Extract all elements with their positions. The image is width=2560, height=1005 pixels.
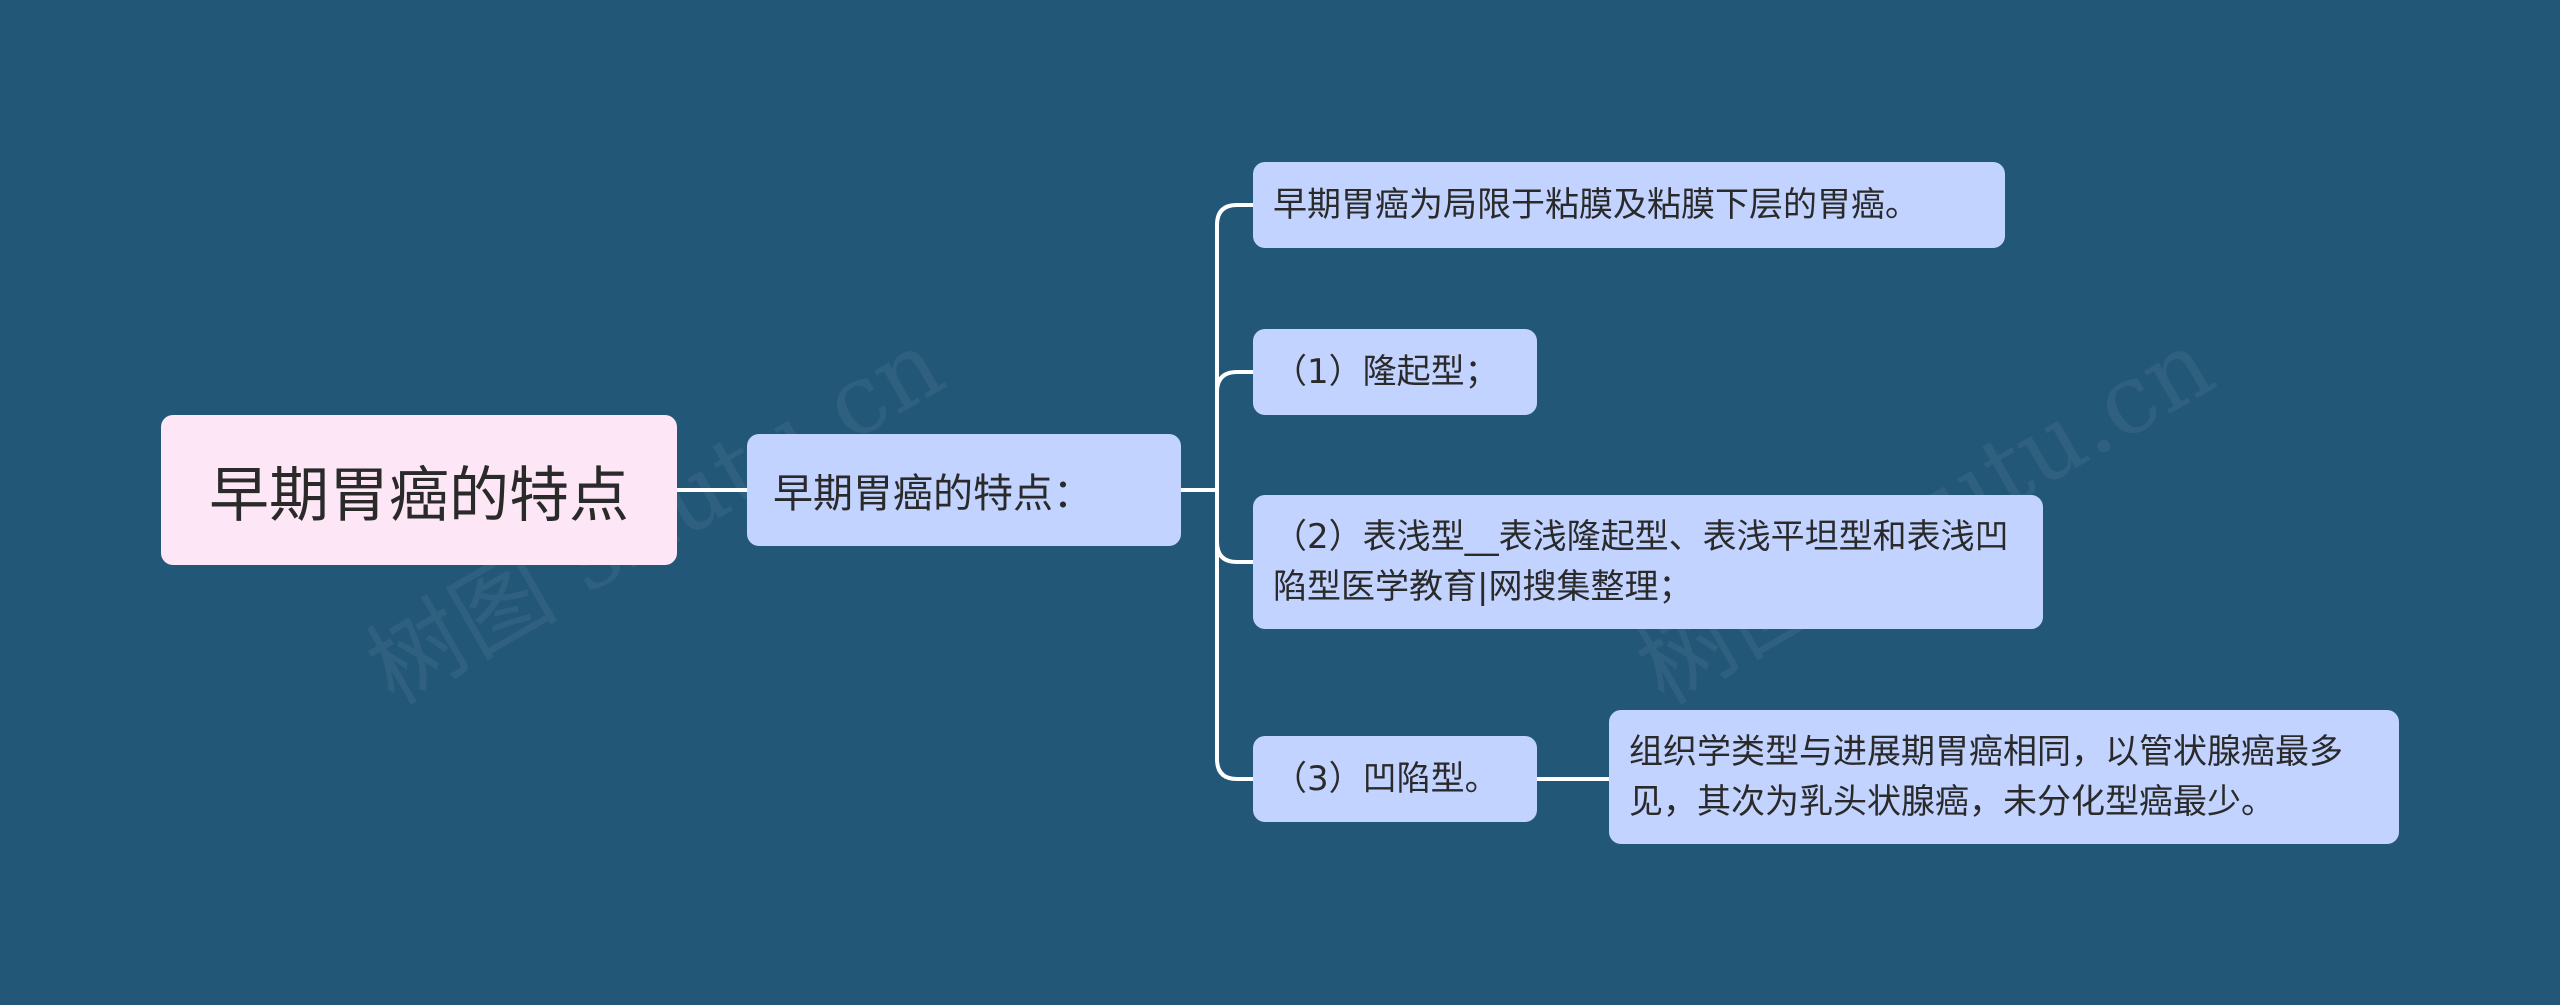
root-node[interactable]: 早期胃癌的特点 bbox=[161, 415, 677, 565]
leaf-node-label: （3）凹陷型。 bbox=[1273, 759, 1499, 799]
subleaf-node-histology[interactable]: 组织学类型与进展期胃癌相同，以管状腺癌最多见，其次为乳头状腺癌，未分化型癌最少。 bbox=[1609, 710, 2399, 844]
subleaf-node-label: 组织学类型与进展期胃癌相同，以管状腺癌最多见，其次为乳头状腺癌，未分化型癌最少。 bbox=[1629, 732, 2343, 822]
leaf-node-type-3[interactable]: （3）凹陷型。 bbox=[1253, 736, 1537, 822]
connector-leaf-3 bbox=[1215, 540, 1255, 564]
branch-node-label: 早期胃癌的特点： bbox=[773, 471, 1093, 517]
connector-leaf-2 bbox=[1215, 370, 1255, 394]
branch-node[interactable]: 早期胃癌的特点： bbox=[747, 434, 1181, 546]
leaf-node-type-1[interactable]: （1）隆起型； bbox=[1253, 329, 1537, 415]
root-node-label: 早期胃癌的特点 bbox=[209, 460, 629, 531]
leaf-node-label: 早期胃癌为局限于粘膜及粘膜下层的胃癌。 bbox=[1273, 185, 1919, 225]
connector-trunk bbox=[1215, 203, 1255, 781]
leaf-node-label: （1）隆起型； bbox=[1273, 352, 1499, 392]
leaf-node-label: （2）表浅型__表浅隆起型、表浅平坦型和表浅凹陷型医学教育|网搜集整理； bbox=[1273, 517, 2009, 607]
leaf-node-type-2[interactable]: （2）表浅型__表浅隆起型、表浅平坦型和表浅凹陷型医学教育|网搜集整理； bbox=[1253, 495, 2043, 629]
leaf-node-definition[interactable]: 早期胃癌为局限于粘膜及粘膜下层的胃癌。 bbox=[1253, 162, 2005, 248]
